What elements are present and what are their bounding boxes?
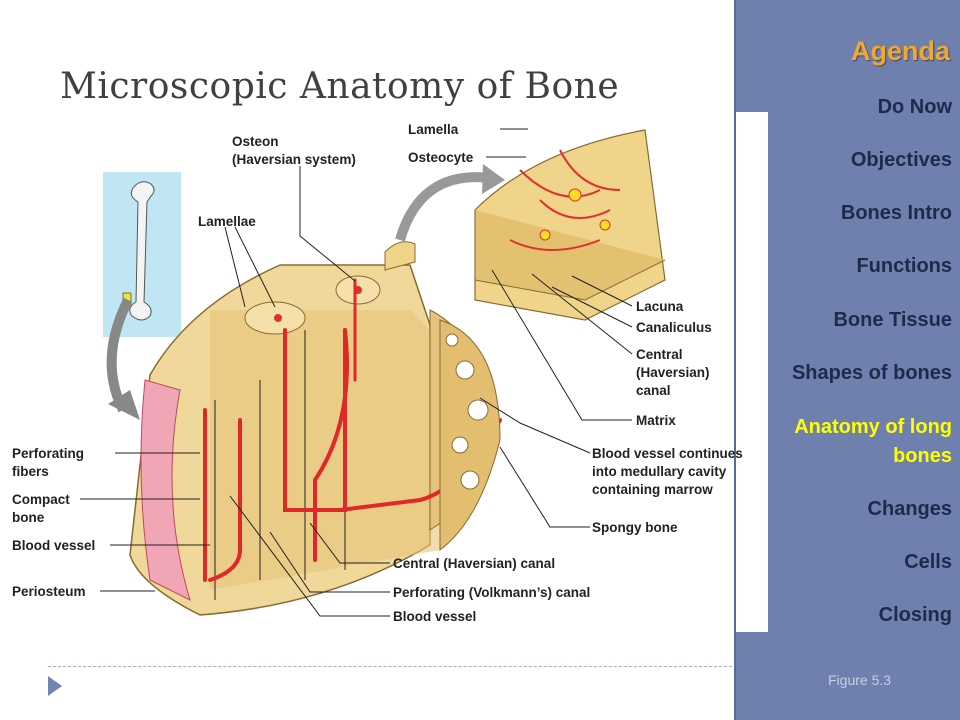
agenda-item-bones-intro[interactable]: Bones Intro <box>840 202 952 224</box>
label-compact-bone-2: bone <box>12 510 45 525</box>
sidebar-edge <box>734 0 736 720</box>
agenda-item-shapes-of-bones[interactable]: Shapes of bones <box>791 362 952 384</box>
label-central-1: Central <box>636 347 683 362</box>
agenda-item-do-now[interactable]: Do Now <box>877 96 952 118</box>
label-central-haversian-canal: Central (Haversian) canal <box>393 556 555 571</box>
agenda-item-anatomy-line2: bones <box>893 445 952 467</box>
spongy-bone-region <box>439 319 501 552</box>
agenda-item-cells[interactable]: Cells <box>904 551 952 573</box>
agenda-item-closing[interactable]: Closing <box>878 604 952 626</box>
agenda-item-functions[interactable]: Functions <box>856 255 952 277</box>
label-central-2: (Haversian) <box>636 365 710 380</box>
agenda-item-anatomy-line1: Anatomy of long <box>794 416 952 438</box>
agenda-item-objectives[interactable]: Objectives <box>850 149 952 171</box>
agenda-title: Agenda <box>850 36 950 66</box>
label-lamella: Lamella <box>408 122 459 137</box>
label-osteon: Osteon <box>232 134 279 149</box>
footer-triangle-icon <box>48 676 62 696</box>
top-curved-arrow <box>395 172 491 242</box>
agenda-item-bone-tissue[interactable]: Bone Tissue <box>833 309 952 331</box>
leader-lines <box>80 128 633 617</box>
footer-divider <box>48 666 732 667</box>
label-perforating-canal: Perforating (Volkmann’s) canal <box>393 585 590 600</box>
label-bv-continues-1: Blood vessel continues <box>592 446 743 461</box>
label-central-3: canal <box>636 383 671 398</box>
label-compact-bone-1: Compact <box>12 492 70 507</box>
femur-inset <box>103 172 181 337</box>
slide-title: Microscopic Anatomy of Bone <box>60 66 620 107</box>
agenda-item-changes[interactable]: Changes <box>867 498 952 520</box>
label-osteon-sub: (Haversian system) <box>232 152 356 167</box>
agenda-sidebar <box>736 0 960 720</box>
label-spongy-bone: Spongy bone <box>592 520 678 535</box>
bone-anatomy-figure: Lamella Osteocyte Osteon (Haversian syst… <box>12 122 743 624</box>
figure-caption: Figure 5.3 <box>828 672 892 688</box>
label-lacuna: Lacuna <box>636 299 684 314</box>
label-periosteum: Periosteum <box>12 584 86 599</box>
small-bone-piece <box>384 241 416 271</box>
agenda-item-anatomy-of-long-bones[interactable]: Anatomy of long bones <box>794 413 952 471</box>
label-osteocyte: Osteocyte <box>408 150 474 165</box>
label-blood-vessel-bottom: Blood vessel <box>393 609 476 624</box>
label-bv-continues-2: into medullary cavity <box>592 464 727 479</box>
label-bv-continues-3: containing marrow <box>592 482 713 497</box>
label-perforating-fibers-2: fibers <box>12 464 49 479</box>
osteon-zoom <box>474 129 666 321</box>
label-perforating-fibers-1: Perforating <box>12 446 84 461</box>
label-lamellae: Lamellae <box>198 214 256 229</box>
sidebar-white-strip <box>736 112 768 632</box>
label-matrix: Matrix <box>636 413 676 428</box>
label-canaliculus: Canaliculus <box>636 320 712 335</box>
label-blood-vessel-left: Blood vessel <box>12 538 95 553</box>
